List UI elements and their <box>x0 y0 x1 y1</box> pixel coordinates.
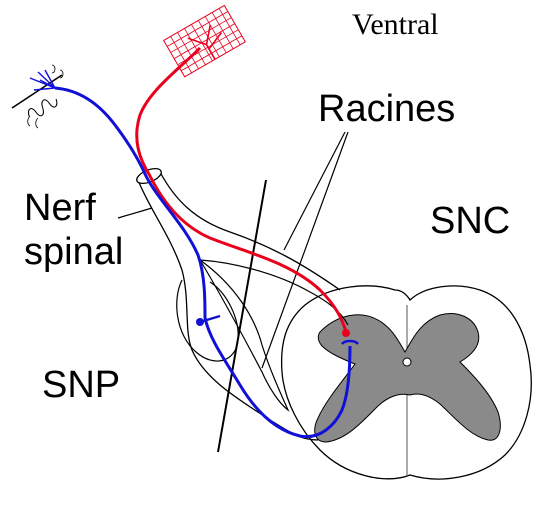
snp-label: SNP <box>42 364 121 406</box>
dorsal-root-ganglion <box>176 279 239 362</box>
racines-label: Racines <box>318 88 456 130</box>
motor-neuron-axon <box>135 46 348 333</box>
cut-line <box>217 179 267 453</box>
gray-matter <box>314 313 501 443</box>
central-canal <box>402 357 412 367</box>
nerf-pointer <box>117 207 153 219</box>
receptor-icon <box>11 64 64 129</box>
nerve-outer-upper <box>159 171 341 291</box>
nerf-line-2: spinal <box>24 231 124 273</box>
racines-pointer-1 <box>283 131 346 251</box>
dorsal-root-triangle <box>199 259 290 412</box>
nerf-spinal-label: Nerf spinal <box>24 186 123 274</box>
motor-neuron-soma <box>342 329 350 337</box>
muscle-icon <box>163 4 246 78</box>
nerf-line-1: Nerf <box>24 187 96 229</box>
sensory-neuron-axon <box>54 86 352 439</box>
ventral-label: Ventral <box>352 8 439 41</box>
snc-label: SNC <box>430 200 511 242</box>
sensory-neuron-soma <box>196 318 204 326</box>
racines-pointer-2 <box>261 131 349 369</box>
sensory-terminal <box>340 339 360 345</box>
